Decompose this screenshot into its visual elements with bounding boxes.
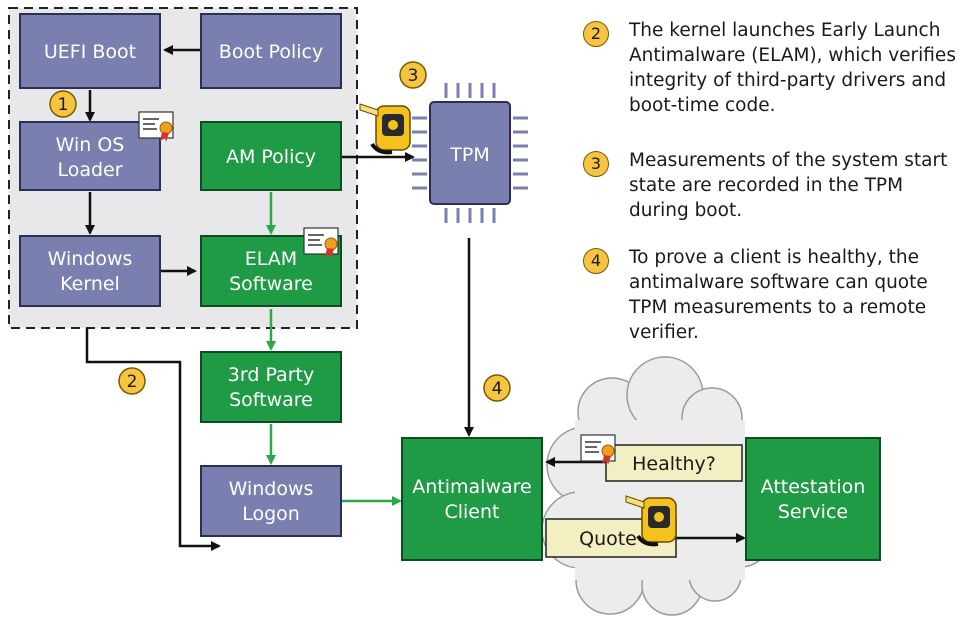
step-1-badge: 1	[49, 90, 77, 118]
third-party-label-2: Software	[229, 389, 313, 411]
certificate-icon	[303, 227, 339, 258]
tape-measure-icon	[359, 103, 411, 155]
step-4-number: 4	[492, 379, 503, 399]
step-3-number: 3	[408, 66, 419, 86]
step-4-badge: 4	[483, 374, 511, 402]
windows-logon-label-2: Logon	[242, 503, 300, 525]
attestation-service-box: Attestation Service	[745, 437, 881, 561]
certificate-icon	[138, 111, 174, 142]
note-number-badge: 3	[583, 151, 609, 177]
tape-measure-icon	[625, 495, 677, 547]
step-2-badge: 2	[118, 367, 146, 395]
am-policy-box: AM Policy	[200, 121, 342, 191]
windows-logon-box: Windows Logon	[200, 465, 342, 537]
antimalware-client-box: Antimalware Client	[401, 437, 543, 561]
attestation-service-label-2: Service	[778, 501, 848, 523]
antimalware-client-label-1: Antimalware	[412, 476, 531, 498]
windows-kernel-label-1: Windows	[48, 248, 133, 270]
note-text: The kernel launches Early Launch Antimal…	[629, 20, 956, 116]
note-number-badge: 2	[583, 21, 609, 47]
step-3-badge: 3	[399, 61, 427, 89]
arrow-kernel-path	[85, 328, 221, 551]
note-text: To prove a client is healthy, the antima…	[629, 247, 928, 343]
elam-label-2: Software	[229, 273, 313, 295]
tpm-chip: TPM	[412, 83, 528, 223]
quote-label: Quote	[579, 528, 637, 550]
healthy-label: Healthy?	[632, 453, 716, 475]
healthy-tag: Healthy?	[605, 444, 743, 482]
elam-label-1: ELAM	[245, 248, 297, 270]
uefi-boot-label: UEFI Boot	[44, 41, 136, 63]
win-os-loader-label-2: Loader	[57, 159, 122, 181]
windows-kernel-label-2: Kernel	[60, 273, 120, 295]
windows-logon-label-1: Windows	[229, 478, 314, 500]
attestation-service-label-1: Attestation	[761, 476, 866, 498]
uefi-boot-box: UEFI Boot	[19, 13, 161, 89]
step-2-number: 2	[127, 372, 138, 392]
tpm-label: TPM	[449, 144, 489, 166]
step-1-number: 1	[58, 95, 69, 115]
boot-policy-label: Boot Policy	[219, 41, 323, 63]
third-party-label-1: 3rd Party	[228, 364, 314, 386]
third-party-software-box: 3rd Party Software	[200, 351, 342, 423]
antimalware-client-label-2: Client	[444, 501, 499, 523]
note-text: Measurements of the system start state a…	[629, 150, 948, 221]
am-policy-label: AM Policy	[226, 146, 316, 168]
win-os-loader-label-1: Win OS	[56, 134, 125, 156]
boot-policy-box: Boot Policy	[200, 13, 342, 89]
note-number-badge: 4	[583, 248, 609, 274]
certificate-icon	[580, 434, 616, 465]
tpm-pins	[412, 83, 528, 223]
windows-kernel-box: Windows Kernel	[19, 235, 161, 307]
cloud-shape	[541, 356, 773, 616]
win-os-loader-box: Win OS Loader	[19, 121, 161, 191]
